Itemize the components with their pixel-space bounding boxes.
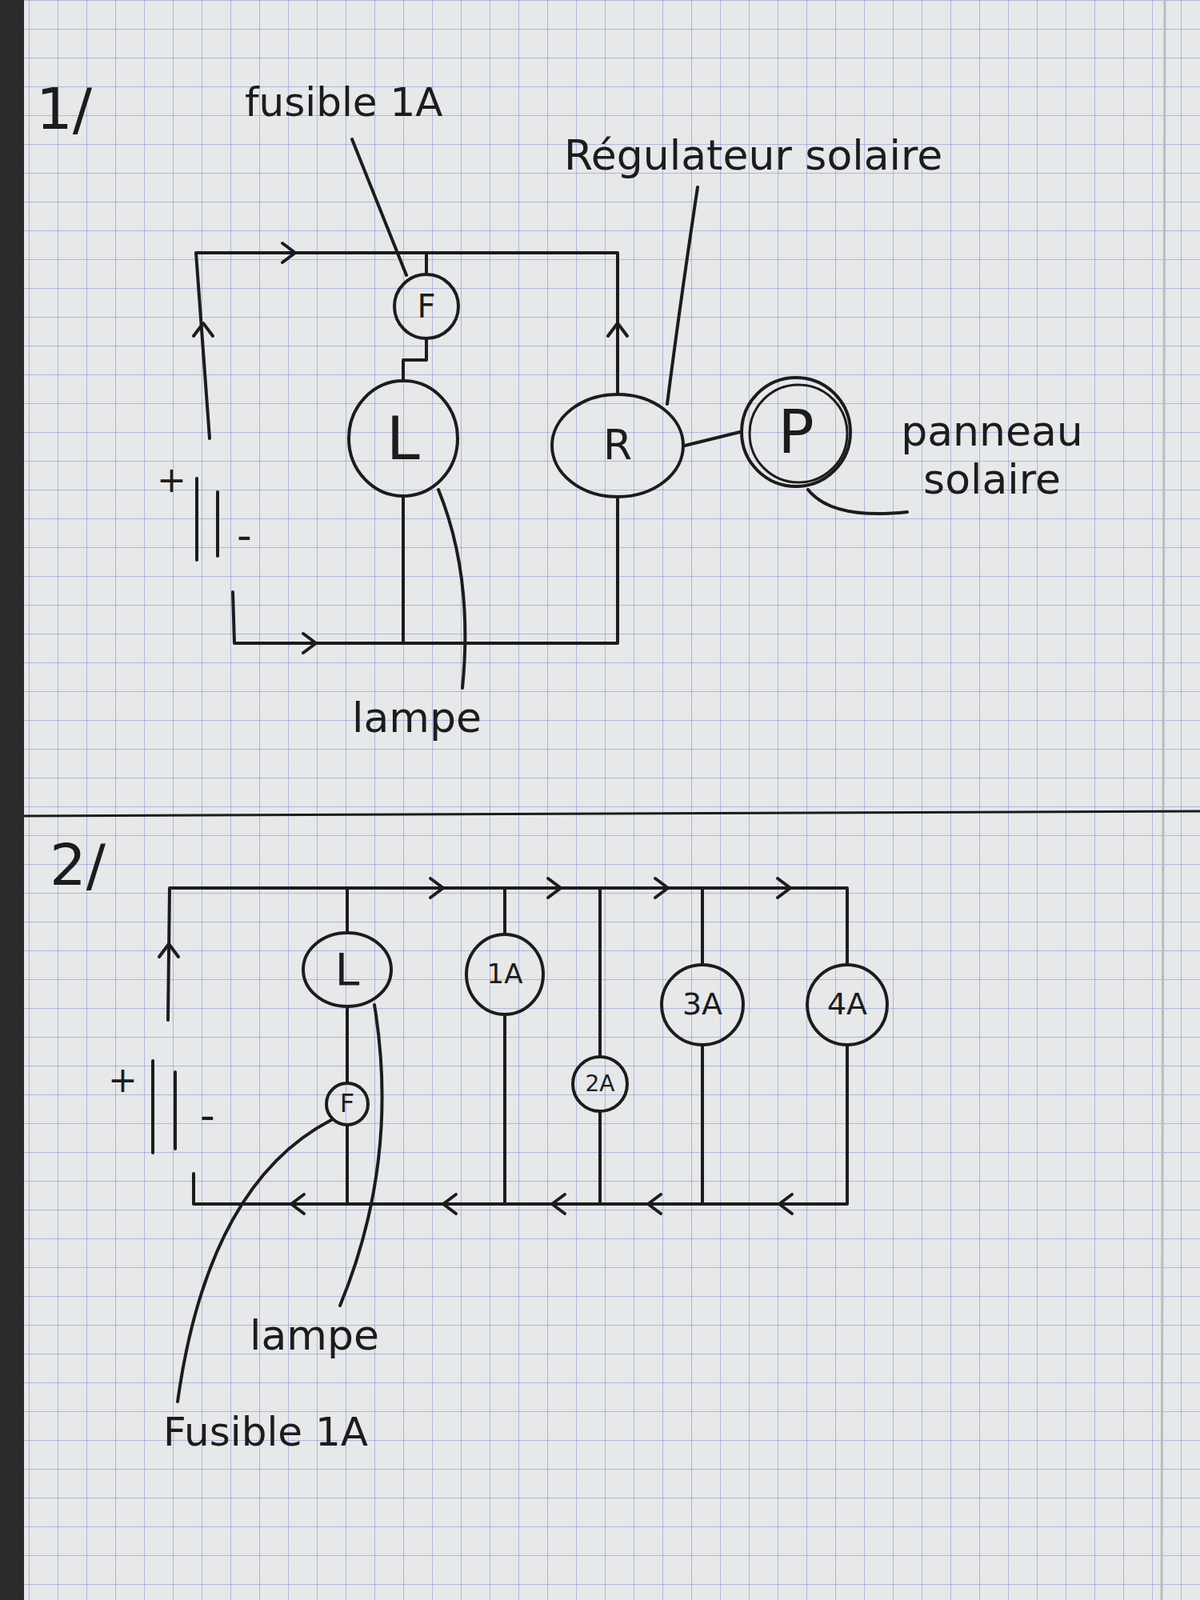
leader-line	[438, 489, 465, 688]
node-label: L	[335, 945, 360, 995]
wire	[684, 432, 740, 446]
callout-label: lampe	[352, 694, 482, 743]
wire	[702, 1046, 848, 1204]
wire	[345, 1008, 349, 1082]
node-label: F	[416, 288, 436, 324]
circuit-circle: L	[347, 379, 460, 498]
circle-outline	[661, 964, 744, 1045]
circle-outline	[572, 1056, 628, 1112]
wire	[600, 1046, 703, 1204]
callout-label: panneau solaire	[880, 408, 1104, 504]
battery-plate	[195, 478, 199, 560]
callout-label: Fusible 1A	[163, 1409, 368, 1456]
circle-outline	[552, 394, 684, 497]
leader-line	[177, 1120, 332, 1402]
callout-label: fusible 1A	[244, 80, 444, 127]
circle-outline	[348, 380, 458, 496]
callout-label: +	[156, 460, 187, 501]
circuit-circle: L	[301, 931, 393, 1008]
leader-line	[352, 139, 407, 276]
leader-line	[808, 489, 908, 514]
circle-outline	[807, 964, 888, 1045]
node-label: R	[603, 422, 632, 468]
node-label: 2A	[585, 1072, 616, 1097]
callout-label: 2/	[49, 832, 106, 899]
callout-label: Régulateur solaire	[564, 132, 943, 180]
circuit-circle: 3A	[660, 963, 745, 1047]
circle-outline	[303, 932, 392, 1007]
circle-outline	[394, 274, 459, 339]
wire	[403, 340, 427, 380]
current-arrow	[282, 243, 296, 263]
current-arrow	[303, 633, 316, 653]
current-arrow	[193, 323, 213, 336]
circuit-circle: P	[740, 376, 852, 488]
node-label: P	[777, 399, 814, 466]
circuit-circle: 2A	[571, 1055, 629, 1113]
wire	[403, 497, 618, 644]
circle-outline	[741, 377, 851, 487]
battery-plate	[216, 492, 220, 556]
circuit-circle: 4A	[805, 963, 889, 1047]
circle-outline	[326, 1083, 368, 1125]
circuit-circle: 1A	[464, 932, 545, 1016]
callout-label: +	[108, 1060, 138, 1101]
wire	[193, 1173, 348, 1204]
leader-line	[667, 187, 698, 404]
battery-plate	[173, 1072, 177, 1149]
node-label: F	[340, 1089, 355, 1118]
callout-label: -	[200, 1092, 216, 1140]
node-label: 1A	[487, 959, 524, 989]
current-arrow	[159, 944, 179, 957]
wire	[600, 888, 703, 1056]
battery-plate	[151, 1060, 155, 1153]
circle-outline	[466, 934, 544, 1015]
node-label: 4A	[827, 988, 868, 1022]
callout-label: 1/	[36, 76, 92, 143]
wire	[702, 888, 848, 964]
divider	[24, 811, 1200, 816]
circle-outline	[749, 384, 848, 483]
callout-label: lampe	[249, 1312, 380, 1360]
current-arrow	[291, 1194, 304, 1214]
wire	[347, 888, 505, 933]
page-edge	[1161, 0, 1165, 1600]
wire	[347, 1016, 505, 1204]
page-edge	[0, 0, 24, 1600]
callout-label: -	[236, 512, 252, 560]
node-label: L	[386, 405, 420, 472]
wire	[232, 592, 404, 644]
circuit-circle: F	[392, 272, 460, 340]
circuit-circle: F	[324, 1081, 370, 1127]
circuit-circle: R	[550, 392, 685, 499]
node-label: 3A	[682, 988, 723, 1022]
wire	[504, 1016, 600, 1204]
